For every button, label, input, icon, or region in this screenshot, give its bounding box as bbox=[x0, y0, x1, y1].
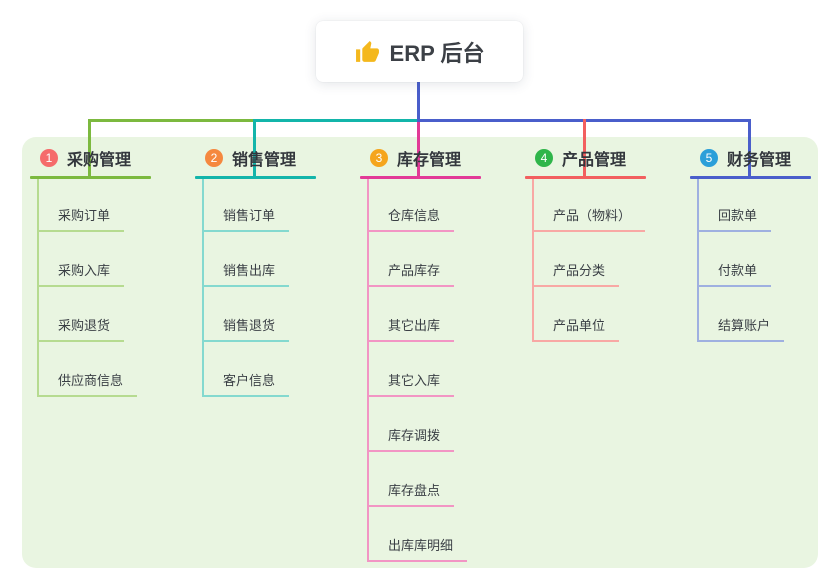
drop-line-product bbox=[583, 119, 586, 179]
root-node-erp[interactable]: ERP 后台 bbox=[316, 21, 523, 82]
branch-child-connector bbox=[202, 179, 204, 396]
leaf-node[interactable]: 付款单 bbox=[697, 260, 772, 287]
drop-line-finance bbox=[748, 119, 751, 179]
leaf-node[interactable]: 回款单 bbox=[697, 205, 772, 232]
drop-line-sales bbox=[253, 119, 256, 179]
leaf-node[interactable]: 采购退货 bbox=[37, 315, 125, 342]
branch-title: 产品管理 bbox=[562, 152, 627, 169]
branch-child-connector bbox=[532, 179, 534, 341]
leaf-node[interactable]: 其它出库 bbox=[367, 315, 455, 342]
branch-title: 销售管理 bbox=[232, 152, 297, 169]
branch-underline bbox=[525, 176, 646, 179]
leaf-node[interactable]: 采购订单 bbox=[37, 205, 125, 232]
branch-underline bbox=[30, 176, 151, 179]
branch-inventory-head[interactable]: 3 库存管理 bbox=[370, 146, 461, 170]
branch-underline bbox=[195, 176, 316, 179]
drop-line-inventory bbox=[417, 122, 420, 179]
root-title: ERP 后台 bbox=[389, 40, 485, 66]
drop-line-purchase bbox=[88, 119, 91, 179]
leaf-node[interactable]: 销售退货 bbox=[202, 315, 290, 342]
leaf-node[interactable]: 客户信息 bbox=[202, 370, 290, 397]
thumbs-up-icon bbox=[355, 41, 379, 62]
branch-number-badge: 4 bbox=[535, 149, 553, 167]
leaf-node[interactable]: 出库库明细 bbox=[367, 535, 468, 562]
branch-purchase-head[interactable]: 1 采购管理 bbox=[40, 146, 131, 170]
leaf-node[interactable]: 结算账户 bbox=[697, 315, 785, 342]
leaf-node[interactable]: 供应商信息 bbox=[37, 370, 138, 397]
branches-panel bbox=[22, 137, 818, 568]
branch-child-connector bbox=[697, 179, 699, 341]
branch-child-connector bbox=[367, 179, 369, 561]
branch-number-badge: 5 bbox=[700, 149, 718, 167]
branch-finance-head[interactable]: 5 财务管理 bbox=[700, 146, 791, 170]
leaf-node[interactable]: 库存调拨 bbox=[367, 425, 455, 452]
branch-underline bbox=[360, 176, 481, 179]
root-connector-line bbox=[417, 82, 420, 120]
branch-product-head[interactable]: 4 产品管理 bbox=[535, 146, 626, 170]
leaf-node[interactable]: 产品分类 bbox=[532, 260, 620, 287]
branch-title: 财务管理 bbox=[727, 152, 792, 169]
branch-title: 库存管理 bbox=[397, 152, 462, 169]
branch-number-badge: 1 bbox=[40, 149, 58, 167]
leaf-node[interactable]: 销售订单 bbox=[202, 205, 290, 232]
branch-underline bbox=[690, 176, 811, 179]
leaf-node[interactable]: 产品单位 bbox=[532, 315, 620, 342]
leaf-node[interactable]: 销售出库 bbox=[202, 260, 290, 287]
leaf-node[interactable]: 其它入库 bbox=[367, 370, 455, 397]
branch-child-connector bbox=[37, 179, 39, 396]
leaf-node[interactable]: 产品（物料） bbox=[532, 205, 646, 232]
bus-line-teal bbox=[253, 119, 419, 122]
leaf-node[interactable]: 产品库存 bbox=[367, 260, 455, 287]
leaf-node[interactable]: 仓库信息 bbox=[367, 205, 455, 232]
bus-line-green bbox=[88, 119, 256, 122]
branch-number-badge: 2 bbox=[205, 149, 223, 167]
branch-number-badge: 3 bbox=[370, 149, 388, 167]
branch-title: 采购管理 bbox=[67, 152, 132, 169]
branch-sales-head[interactable]: 2 销售管理 bbox=[205, 146, 296, 170]
leaf-node[interactable]: 采购入库 bbox=[37, 260, 125, 287]
leaf-node[interactable]: 库存盘点 bbox=[367, 480, 455, 507]
